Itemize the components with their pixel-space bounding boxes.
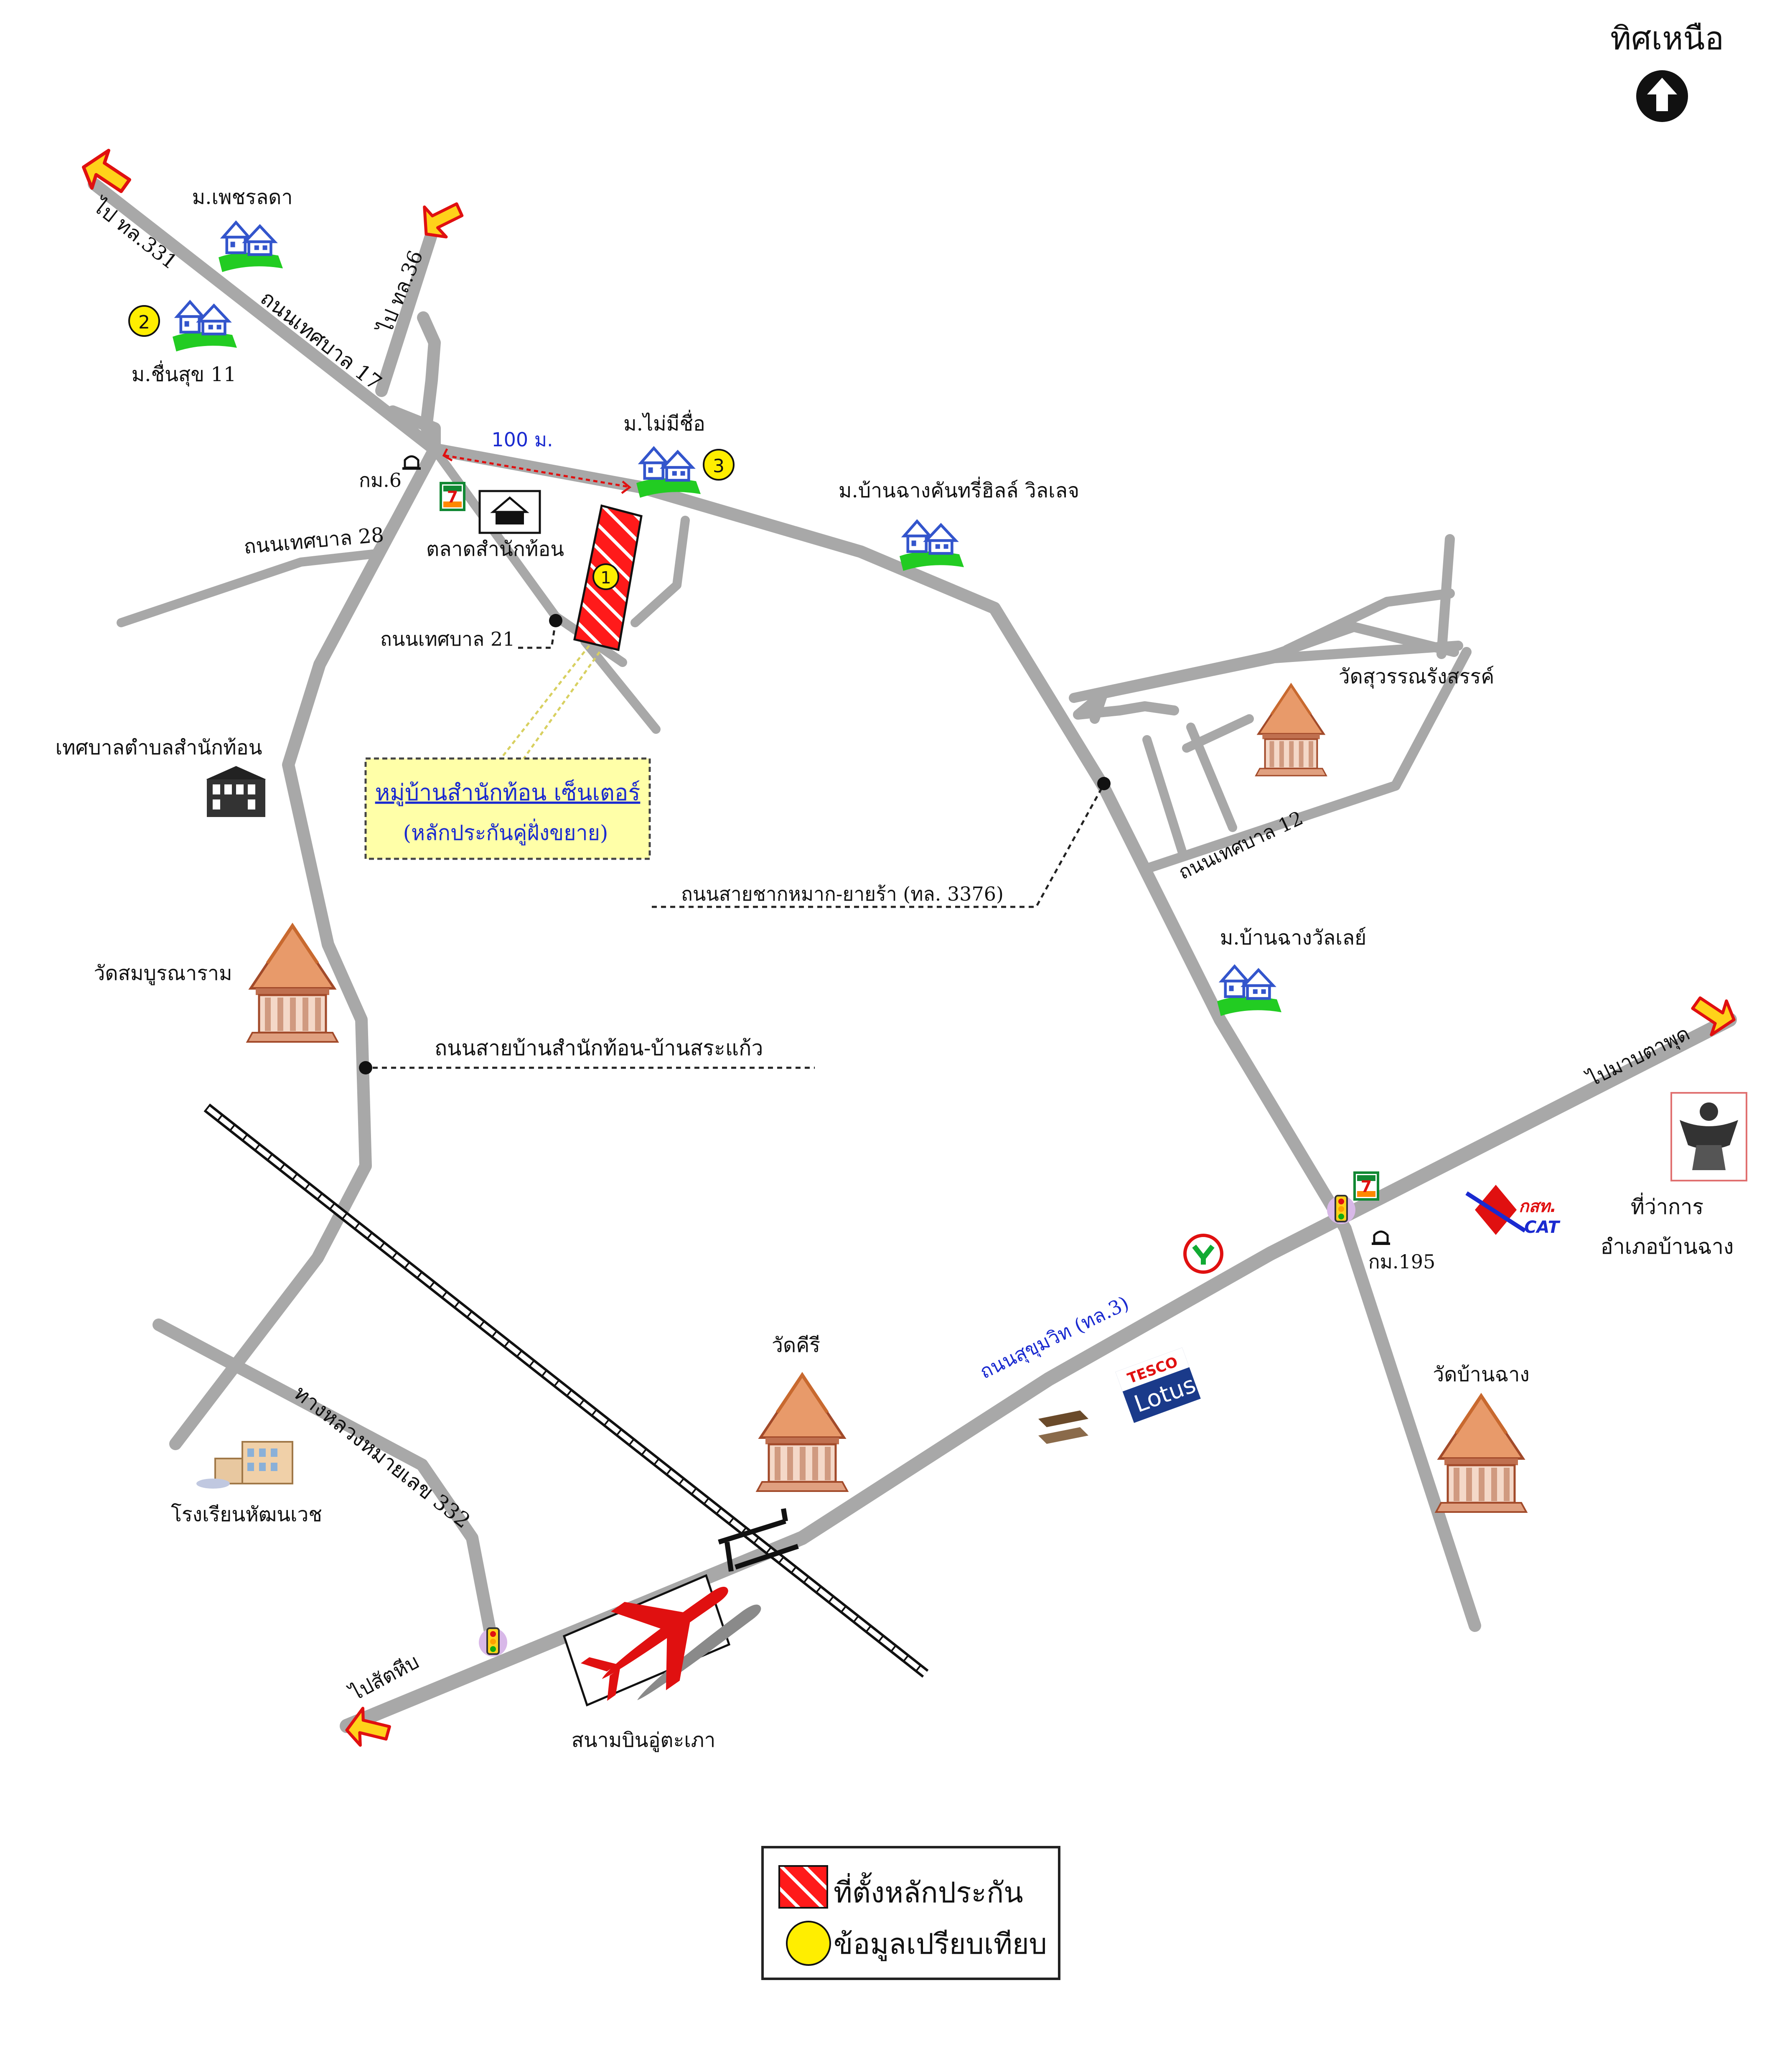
km-6-stone-icon	[402, 456, 421, 468]
marker-3: 3	[703, 449, 735, 481]
label-chang-valley: ม.บ้านฉางวัลเลย์	[1220, 926, 1367, 949]
collateral-site: 1	[573, 504, 643, 652]
temple-khiri-icon	[757, 1375, 847, 1491]
label-thetsaban-21: ถนนเทศบาล 21	[380, 628, 515, 650]
svg-text:2: 2	[138, 312, 150, 333]
north-label: ทิศเหนือ	[1610, 20, 1724, 57]
legend-collateral-label: ที่ตั้งหลักประกัน	[834, 1872, 1023, 1909]
village-chang-villa-icon	[900, 521, 964, 571]
airplane-icon	[580, 1586, 761, 1701]
svg-text:1: 1	[600, 568, 611, 588]
label-wat-suwan: วัดสุวรรณรังสรรค์	[1339, 665, 1495, 689]
district-office-emblem-icon	[1670, 1092, 1747, 1181]
arrow-to-331-icon	[84, 150, 130, 191]
svg-text:7: 7	[1361, 1177, 1372, 1196]
distance-label: 100 ม.	[491, 428, 553, 451]
railway-crossing	[718, 1508, 799, 1572]
label-chang-villa: ม.บ้านฉางคันทรี่ฮิลล์ วิลเลจ	[839, 476, 1079, 502]
municipality-icon	[206, 766, 266, 817]
railway	[203, 1103, 929, 1678]
village-chang-valley-icon	[1217, 966, 1281, 1016]
label-market: ตลาดสำนักท้อน	[426, 537, 564, 561]
arrow-to-36-icon	[413, 191, 466, 245]
label-chuen-suk: ม.ชื่นสุข 11	[132, 360, 236, 387]
road-point-3376	[1097, 777, 1111, 790]
temple-ban-chang-icon	[1436, 1396, 1526, 1512]
village-phetlada-icon	[219, 222, 283, 272]
collateral-callout: หมู่บ้านสำนักท้อน เซ็นเตอร์ (หลักประกันค…	[364, 645, 651, 860]
label-airport: สนามบินอู่ตะเภา	[572, 1728, 716, 1752]
legend-comparison-label: ข้อมูลเปรียบเทียบ	[834, 1928, 1047, 1961]
callout-title: หมู่บ้านสำนักท้อน เซ็นเตอร์	[375, 779, 641, 806]
label-thetsaban-17: ถนนเทศบาล 17	[256, 286, 386, 395]
tesco-lotus-icon: TESCO Lotus	[1115, 1347, 1201, 1423]
label-no-name: ม.ไม่มีชื่อ	[623, 410, 705, 435]
north-indicator: ทิศเหนือ	[1610, 20, 1724, 122]
svg-text:3: 3	[713, 456, 725, 477]
seven-eleven-icon-2: 7	[1355, 1173, 1378, 1199]
callout-subtitle: (หลักประกันคู่ฝั่งขยาย)	[403, 819, 608, 845]
north-arrow-icon	[1636, 70, 1688, 122]
village-no-name-icon	[636, 448, 701, 498]
temple-suwan-icon	[1256, 685, 1326, 776]
bank-icon	[1183, 1234, 1223, 1274]
label-phetlada: ม.เพชรลดา	[192, 186, 293, 209]
road-point-21	[549, 614, 562, 627]
svg-text:7: 7	[447, 488, 458, 506]
label-wat-khiri: วัดคีรี	[772, 1334, 820, 1357]
label-wat-ban-chang: วัดบ้านฉาง	[1433, 1363, 1529, 1386]
label-thetsaban-12: ถนนเทศบาล 12	[1175, 807, 1307, 884]
cat-telecom-icon: กสท. CAT	[1465, 1185, 1561, 1237]
svg-text:CAT: CAT	[1524, 1218, 1560, 1237]
label-wat-samboon: วัดสมบูรณาราม	[94, 962, 232, 985]
marker-2: 2	[128, 305, 160, 337]
label-school: โรงเรียนหัฒนเวช	[171, 1503, 322, 1526]
road-point-samnak-thon	[359, 1061, 372, 1074]
km-195-stone-icon	[1372, 1232, 1390, 1244]
seven-eleven-icon-1: 7	[441, 483, 464, 510]
traffic-light-icon-1	[478, 1627, 508, 1657]
label-km6: กม.6	[359, 469, 402, 491]
handshake-icon	[1038, 1410, 1088, 1444]
legend-collateral-swatch	[778, 1865, 828, 1909]
svg-text:กสท.: กสท.	[1519, 1197, 1556, 1216]
distance-indicator: 100 ม.	[442, 428, 632, 494]
label-district-office-2: อำเภอบ้านฉาง	[1601, 1235, 1734, 1259]
legend: ที่ตั้งหลักประกัน ข้อมูลเปรียบเทียบ	[761, 1846, 1060, 1980]
market-icon	[478, 490, 541, 534]
label-chak-mak-road: ถนนสายชากหมาก-ยายร้า (ทล. 3376)	[681, 883, 1004, 905]
school-icon	[196, 1441, 293, 1489]
traffic-light-icon-2	[1326, 1195, 1356, 1225]
leader-thetsaban-21	[518, 620, 557, 649]
marker-1: 1	[592, 563, 619, 590]
label-km195: กม.195	[1368, 1250, 1436, 1273]
label-district-office-1: ที่ว่าการ	[1631, 1193, 1703, 1219]
label-samnak-thon-road: ถนนสายบ้านสำนักท้อน-บ้านสระแก้ว	[435, 1036, 763, 1060]
label-municipality: เทศบาลตำบลสำนักท้อน	[56, 736, 262, 759]
legend-comparison-swatch	[786, 1921, 831, 1966]
label-to-map-ta-phut: ไปมาบตาพุด	[1582, 1021, 1693, 1092]
village-chuen-suk-icon	[173, 302, 237, 351]
